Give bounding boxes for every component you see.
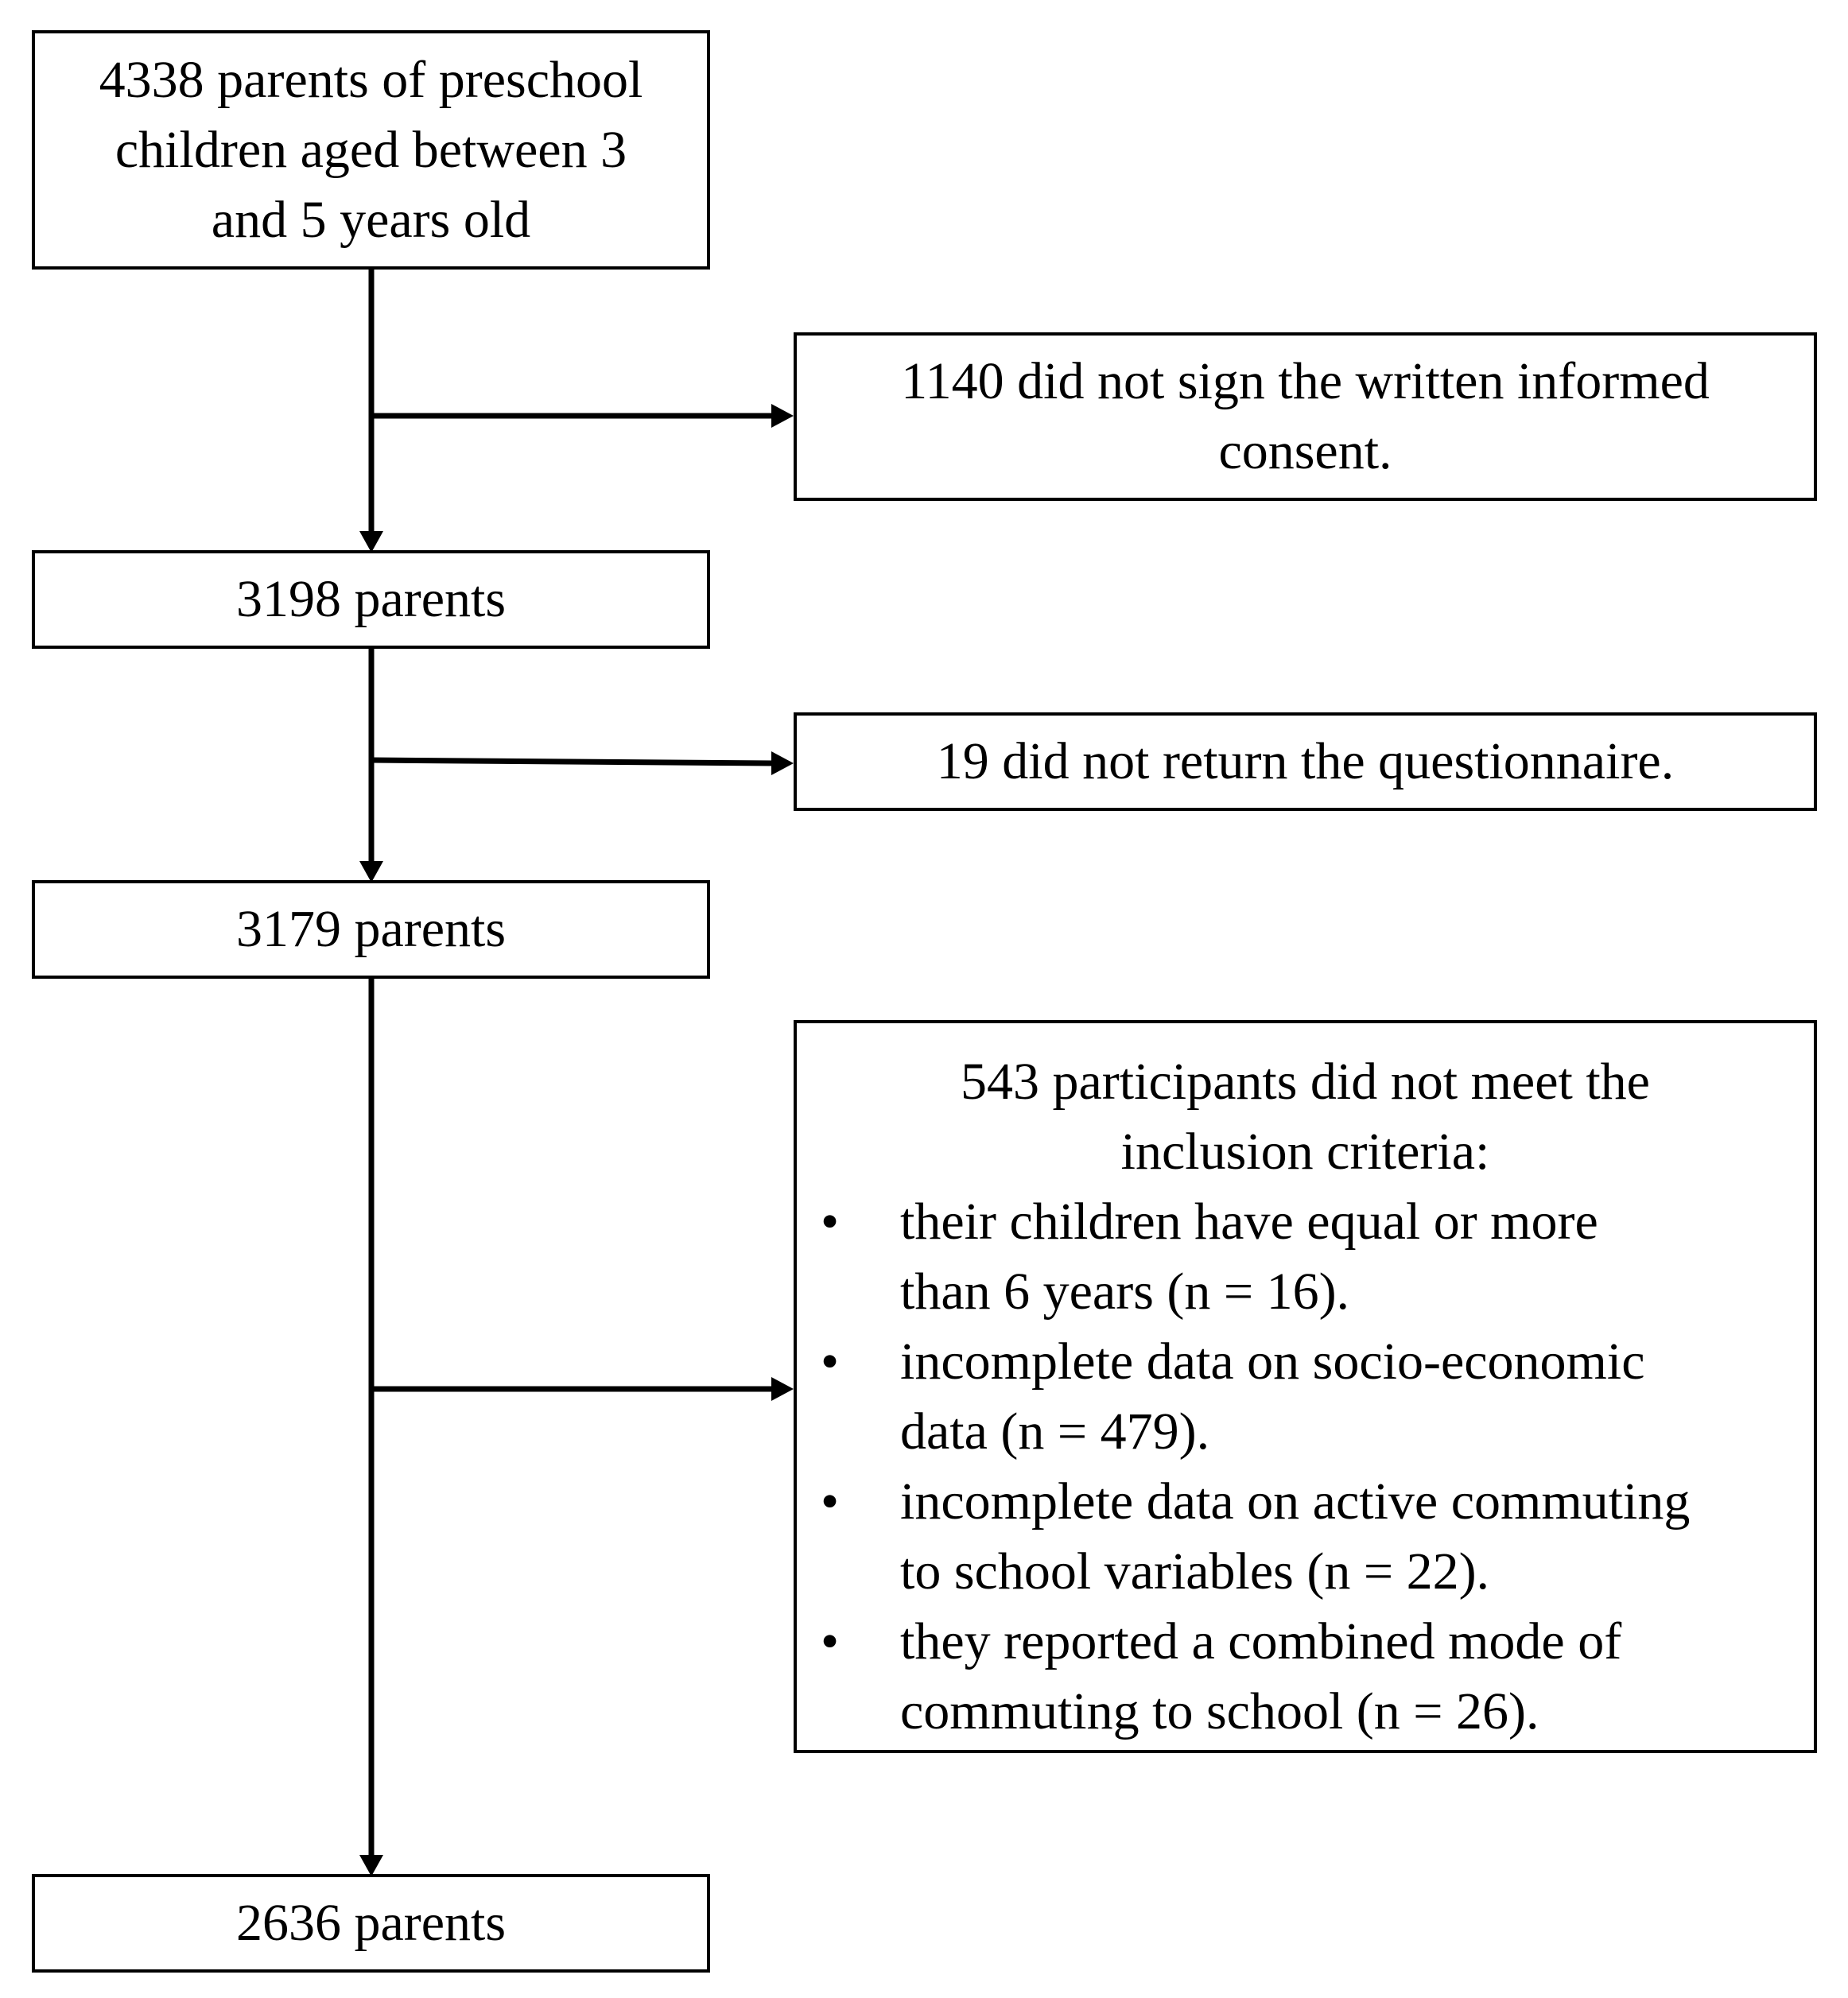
step2-label: 3179 parents (235, 900, 507, 958)
criteria-heading-line-2: inclusion criteria: (1120, 1123, 1490, 1181)
criteria-heading: 543 participants did not meet the inclus… (797, 1023, 1814, 1187)
criteria-item-4-line-2: commuting to school (n = 26). (900, 1682, 1539, 1740)
criteria-item-2-line-1: incomplete data on socio-economic (900, 1333, 1645, 1391)
arrowhead-final (359, 1855, 383, 1876)
start-box: 4338 parents of preschool children aged … (32, 30, 710, 270)
criteria-item: • their children have equal or more than… (797, 1187, 1814, 1327)
consent-exclusion-box: 1140 did not sign the written informed c… (794, 332, 1817, 501)
consent-exclusion-line-1: 1140 did not sign the written informed (901, 352, 1710, 410)
criteria-exclusion-box: 543 participants did not meet the inclus… (794, 1020, 1817, 1753)
criteria-item-2-line-2: data (n = 479). (900, 1402, 1210, 1461)
bullet-icon: • (821, 1612, 840, 1670)
step2-box: 3179 parents (32, 880, 710, 979)
bullet-icon: • (821, 1472, 840, 1531)
criteria-item: • they reported a combined mode of commu… (797, 1607, 1814, 1747)
criteria-item-1-line-2: than 6 years (n = 16). (900, 1263, 1350, 1321)
start-box-line-2: children aged between 3 (115, 120, 627, 179)
start-box-line-1: 4338 parents of preschool (99, 50, 643, 109)
criteria-item-4-line-1: they reported a combined mode of (900, 1612, 1622, 1670)
start-box-line-3: and 5 years old (211, 190, 531, 249)
step1-box: 3198 parents (32, 550, 710, 649)
questionnaire-exclusion-label: 19 did not return the questionnaire. (936, 732, 1675, 790)
bullet-icon: • (821, 1333, 840, 1391)
criteria-list: • their children have equal or more than… (797, 1187, 1814, 1747)
arrowhead-questionnaire (771, 751, 794, 775)
bullet-icon: • (821, 1193, 840, 1251)
criteria-heading-line-1: 543 participants did not meet the (961, 1053, 1650, 1111)
criteria-item-3-line-1: incomplete data on active commuting (900, 1472, 1691, 1531)
criteria-item-3-line-2: to school variables (n = 22). (900, 1542, 1490, 1600)
criteria-item: • incomplete data on socio-economic data… (797, 1327, 1814, 1467)
consent-exclusion-line-2: consent. (1218, 422, 1392, 480)
arrowhead-criteria (771, 1377, 794, 1401)
step1-label: 3198 parents (235, 570, 507, 628)
arrowhead-step2 (359, 861, 383, 883)
final-label: 2636 parents (235, 1894, 507, 1952)
arrow-to-questionnaire-exclusion (371, 757, 776, 766)
arrowhead-step1 (359, 531, 383, 553)
criteria-item-1-line-1: their children have equal or more (900, 1193, 1598, 1251)
final-box: 2636 parents (32, 1874, 710, 1973)
criteria-item: • incomplete data on active commuting to… (797, 1467, 1814, 1607)
questionnaire-exclusion-box: 19 did not return the questionnaire. (794, 712, 1817, 811)
arrowhead-consent (771, 404, 794, 428)
